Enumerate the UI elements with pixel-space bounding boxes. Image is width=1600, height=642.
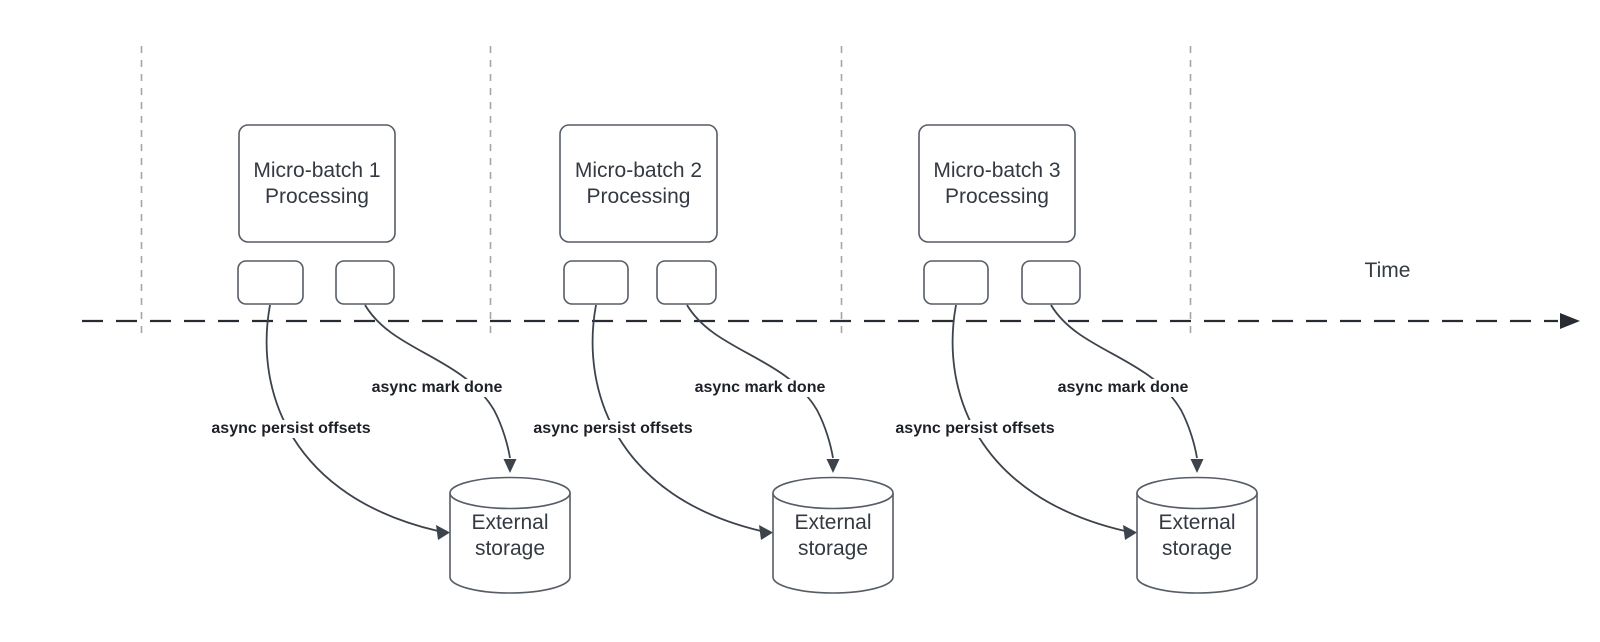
group1-persist-arrowhead — [436, 525, 450, 540]
group3-storage-line1: External — [1158, 511, 1236, 534]
group2-persist-offsets-label: async persist offsets — [531, 420, 695, 438]
group1-processing-box — [238, 124, 396, 243]
group2-mark-done-label: async mark done — [692, 379, 828, 397]
group1-box-line2: Processing — [265, 184, 369, 208]
group2-box-line2: Processing — [586, 184, 691, 208]
group2-persist-arrowhead — [759, 525, 773, 540]
group3-offset-task-box — [923, 260, 989, 305]
database-cylinder-icon — [772, 476, 894, 510]
batch-interval-guides — [140, 46, 1192, 338]
group3-persist-arrow-curve — [951, 304, 1126, 532]
group1-storage-label: External storage — [450, 500, 570, 572]
group2-storage-cylinder-body — [772, 493, 894, 594]
database-cylinder-icon — [1136, 476, 1258, 510]
group1-box-line1: Micro-batch 1 — [253, 158, 381, 182]
group3-done-arrowhead — [1190, 459, 1204, 473]
group3-persist-offsets-label: async persist offsets — [893, 420, 1057, 438]
database-cylinder-icon — [449, 476, 571, 510]
arrow-right-icon — [1560, 313, 1580, 329]
group3-box-line2: Processing — [945, 184, 1049, 208]
group2-storage-label: External storage — [773, 500, 893, 572]
group1-storage-line2: storage — [474, 537, 546, 560]
time-axis — [82, 313, 1580, 329]
group3-done-task-box — [1021, 260, 1081, 305]
group2-storage-line2: storage — [797, 537, 869, 560]
group3-processing-box-label: Micro-batch 3 Processing — [919, 125, 1075, 242]
group2-processing-box — [559, 124, 718, 243]
group1-done-task-box — [335, 260, 395, 305]
group3-storage-label: External storage — [1137, 500, 1257, 572]
time-axis-label: Time — [1364, 259, 1411, 282]
group2-storage-line1: External — [794, 511, 872, 534]
group1-offset-task-box — [237, 260, 304, 305]
group3-mark-done-label: async mark done — [1055, 379, 1191, 397]
group1-done-arrowhead — [503, 459, 517, 473]
group1-processing-box-label: Micro-batch 1 Processing — [239, 125, 395, 242]
group3-storage-cylinder-body — [1136, 493, 1258, 594]
group2-done-arrowhead — [826, 459, 840, 473]
group2-persist-arrow-curve — [591, 304, 762, 532]
group1-mark-done-label: async mark done — [369, 379, 505, 397]
group2-offset-task-box — [563, 260, 629, 305]
group2-box-line1: Micro-batch 2 — [574, 158, 703, 182]
group1-persist-offsets-label: async persist offsets — [209, 420, 373, 438]
group3-persist-arrowhead — [1123, 525, 1137, 540]
group1-storage-cylinder-body — [449, 493, 571, 594]
group3-processing-box — [918, 124, 1076, 243]
group1-persist-arrow-curve — [265, 304, 439, 532]
group3-storage-line2: storage — [1161, 537, 1233, 560]
group2-processing-box-label: Micro-batch 2 Processing — [560, 125, 717, 242]
group2-done-task-box — [656, 260, 717, 305]
group3-box-line1: Micro-batch 3 — [933, 158, 1061, 182]
group1-storage-line1: External — [471, 511, 549, 534]
